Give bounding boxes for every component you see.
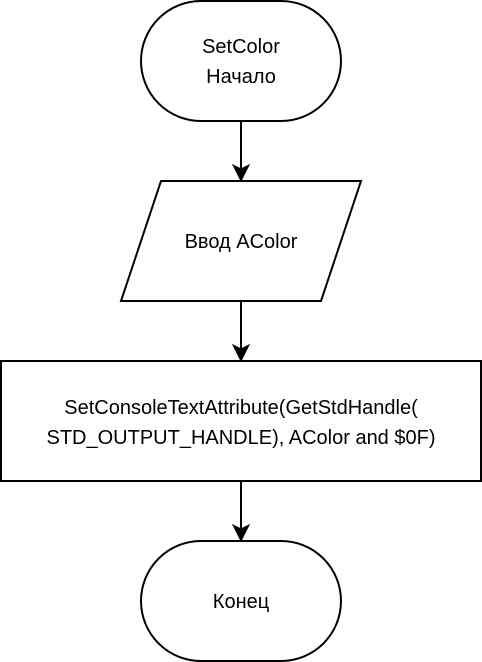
process-label-line-2: STD_OUTPUT_HANDLE), AColor and $0F) <box>46 427 435 449</box>
arrowhead <box>231 343 251 363</box>
start-label-line-2: Начало <box>206 66 276 88</box>
arrowhead <box>231 163 251 183</box>
end-terminator-shape <box>140 540 342 662</box>
connector-process-end <box>231 481 251 543</box>
process-node: SetConsoleTextAttribute(GetStdHandle( ST… <box>0 360 482 482</box>
process-label-line-1: SetConsoleTextAttribute(GetStdHandle( <box>64 397 418 419</box>
start-terminator-shape <box>140 0 342 122</box>
arrowhead <box>231 523 251 543</box>
start-node: SetColor Начало <box>140 0 342 122</box>
connector-input-process <box>231 301 251 363</box>
process-rectangle-shape <box>0 360 482 482</box>
input-parallelogram-shape <box>119 180 363 302</box>
connector-start-input <box>231 121 251 183</box>
end-node: Конец <box>140 540 342 662</box>
input-label: Ввод AColor <box>185 231 298 253</box>
start-label-line-1: SetColor <box>202 36 280 58</box>
input-node: Ввод AColor <box>119 180 363 302</box>
end-label: Конец <box>213 591 269 613</box>
